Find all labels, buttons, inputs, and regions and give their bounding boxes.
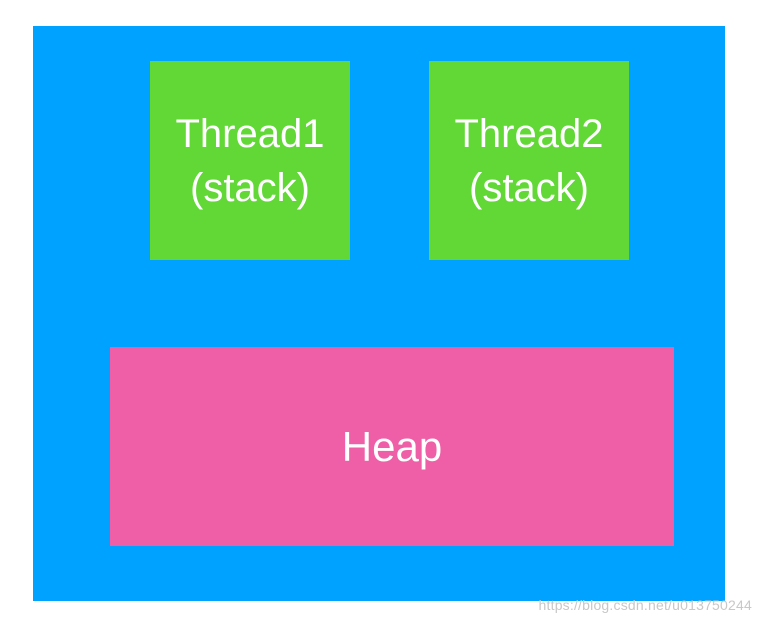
thread2-label: Thread2 <box>454 111 604 156</box>
thread1-stack-label: (stack) <box>190 165 310 210</box>
heap-box: Heap <box>110 347 674 546</box>
heap-label: Heap <box>341 422 443 470</box>
thread2-stack-label: (stack) <box>469 165 589 210</box>
thread1-stack-box: Thread1 (stack) <box>150 61 350 260</box>
thread2-stack-box: Thread2 (stack) <box>429 61 629 260</box>
thread1-label: Thread1 <box>175 111 325 156</box>
watermark-text: https://blog.csdn.net/u013750244 <box>538 597 752 613</box>
